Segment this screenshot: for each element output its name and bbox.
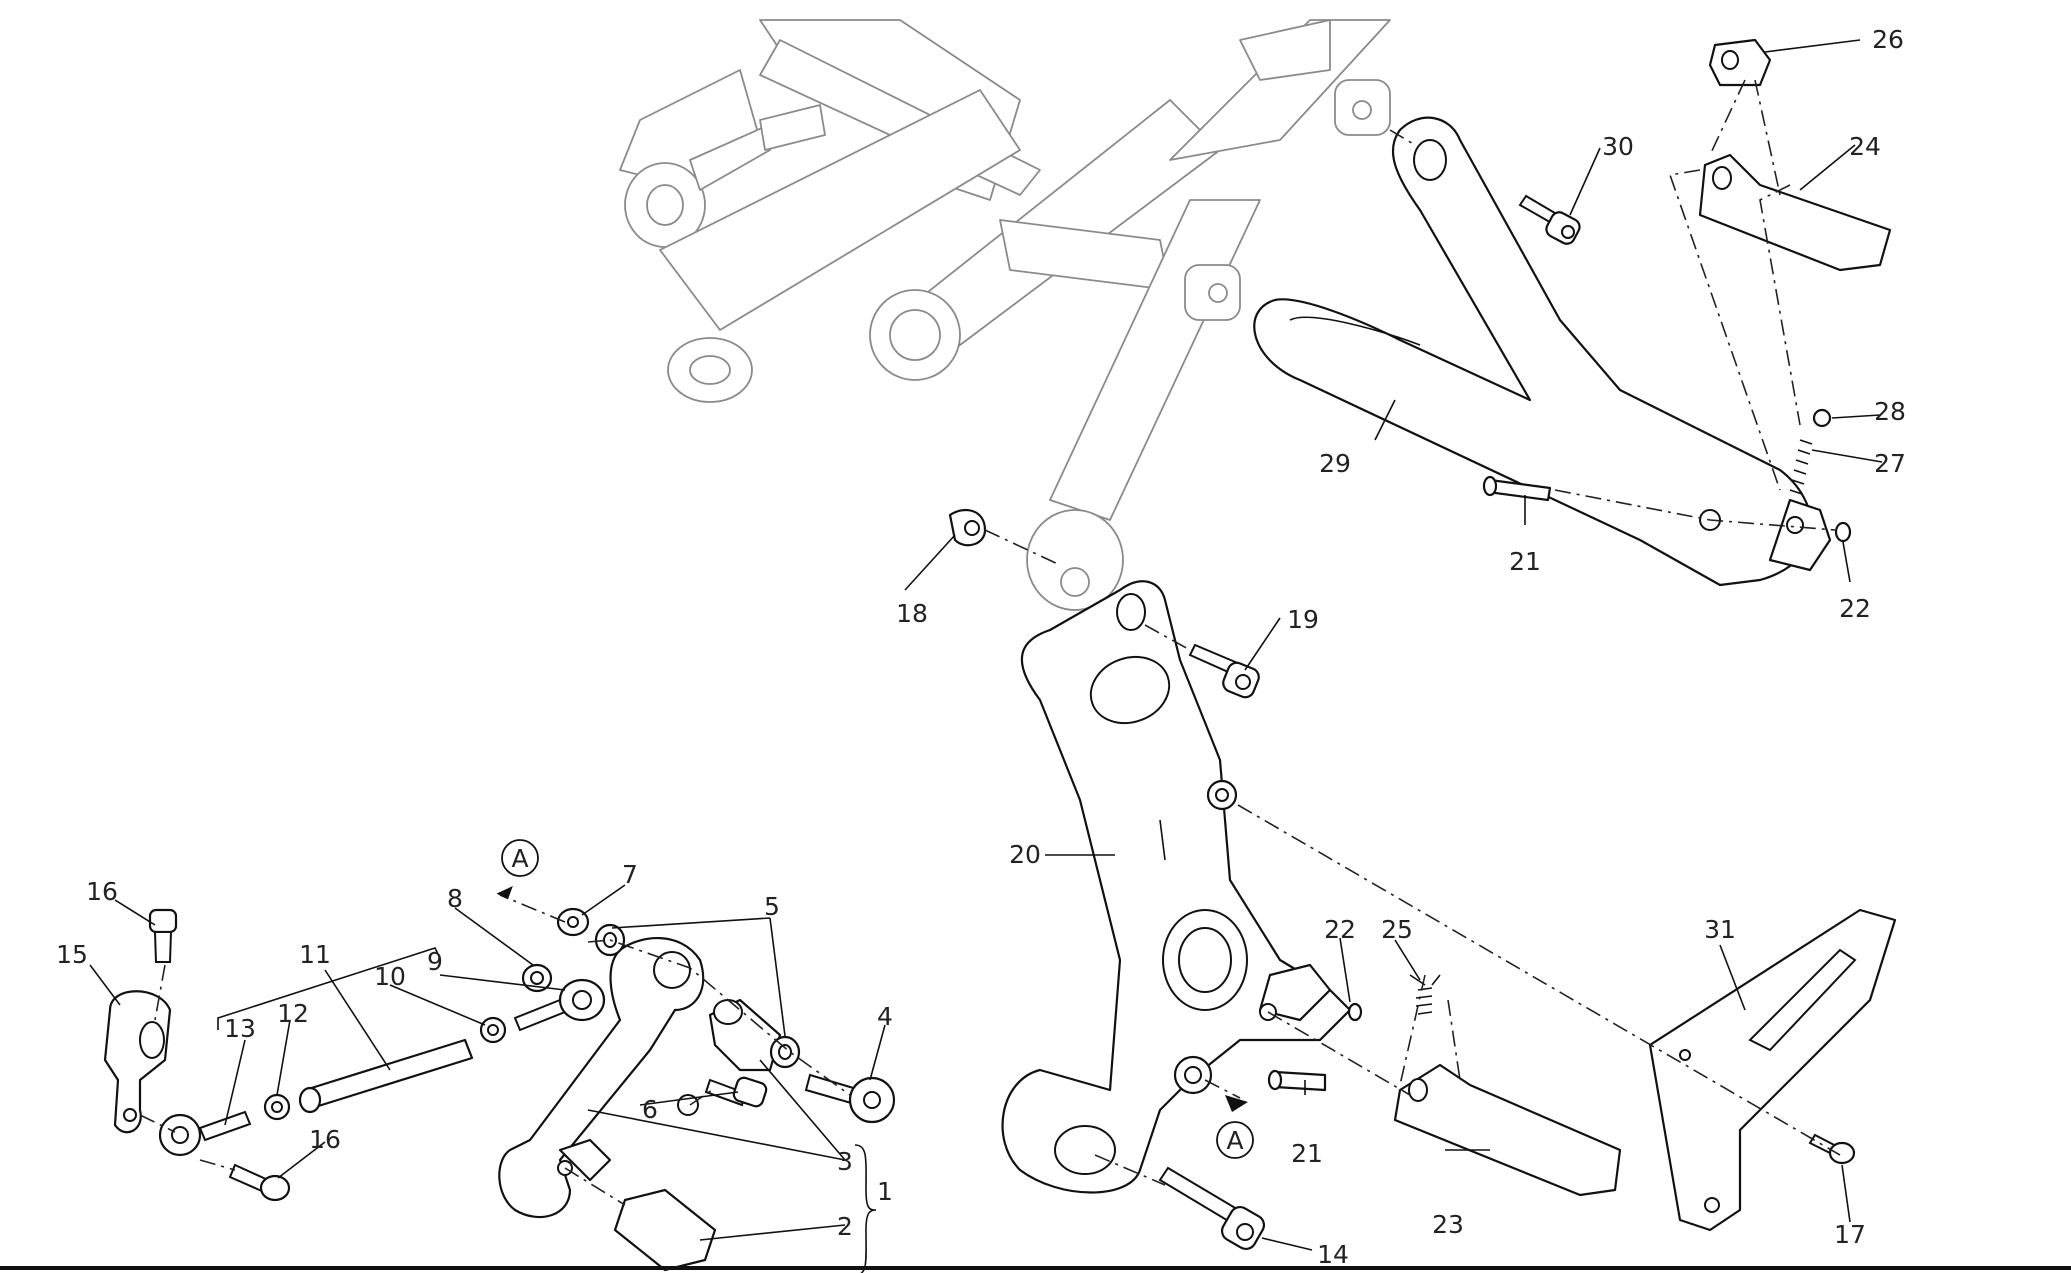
label-21-upper: 21	[1509, 547, 1541, 576]
svg-text:A: A	[511, 844, 528, 873]
leader-lines	[89, 39, 1883, 1251]
shift-arm-15	[103, 990, 172, 1134]
nut-12	[263, 1093, 291, 1121]
frame-assembly	[619, 19, 1391, 611]
label-15: 15	[56, 940, 88, 969]
label-1: 1	[877, 1177, 893, 1206]
callout-arrow-right	[1225, 1095, 1248, 1112]
label-28: 28	[1874, 397, 1906, 426]
spring-27	[1789, 439, 1813, 495]
label-22-lower: 22	[1324, 915, 1356, 944]
label-9: 9	[427, 947, 443, 976]
spacer-18	[948, 508, 987, 547]
rear-footpeg-24	[1698, 153, 1892, 272]
label-12: 12	[277, 999, 309, 1028]
label-23: 23	[1432, 1210, 1464, 1239]
label-16-bottom: 16	[309, 1125, 341, 1154]
label-26: 26	[1872, 25, 1904, 54]
svg-text:A: A	[1226, 1126, 1243, 1155]
bracket-1	[854, 1144, 877, 1273]
callout-a-left: A	[501, 839, 539, 877]
clip-22-upper	[1834, 521, 1852, 543]
clip-22-lower	[1347, 1002, 1363, 1022]
tie-rod-11	[217, 947, 474, 1114]
callout-a-right: A	[1216, 1121, 1254, 1159]
spring-25	[1409, 974, 1441, 1015]
label-3: 3	[837, 1147, 853, 1176]
label-20: 20	[1009, 840, 1041, 869]
rod-end-13	[158, 1110, 252, 1157]
washer-7	[556, 907, 590, 937]
bolt-30	[1518, 194, 1581, 245]
ball-28	[1812, 408, 1832, 428]
label-6: 6	[642, 1095, 658, 1124]
label-16-top: 16	[86, 877, 118, 906]
bottom-border	[0, 1266, 2071, 1270]
front-footpeg-23	[1393, 1063, 1622, 1197]
assembly-lines	[139, 79, 1841, 1206]
bolt-6	[704, 1076, 768, 1108]
nut-10	[479, 1016, 507, 1044]
label-10: 10	[374, 962, 406, 991]
front-footpeg-bracket-20	[1001, 580, 1352, 1194]
label-17: 17	[1834, 1220, 1866, 1249]
label-22-upper: 22	[1839, 594, 1871, 623]
label-27: 27	[1874, 449, 1906, 478]
label-21-lower: 21	[1291, 1139, 1323, 1168]
nut-8	[521, 963, 553, 993]
label-11: 11	[299, 940, 331, 969]
label-24: 24	[1849, 132, 1881, 161]
rear-footpeg-bracket-29	[1253, 116, 1832, 587]
label-7: 7	[622, 860, 638, 889]
pin-21-lower	[1267, 1069, 1327, 1092]
rod-end-9	[513, 978, 606, 1032]
label-8: 8	[447, 884, 463, 913]
bolt-16-top	[148, 908, 178, 963]
part-labels: 26 24 30 28 27 29 21 22 18 19 20 22 25 3…	[56, 25, 1906, 1269]
callout-arrow-left	[496, 886, 513, 900]
label-13: 13	[224, 1014, 256, 1043]
washer-5b	[769, 1035, 801, 1069]
heel-guard-31	[1648, 908, 1897, 1232]
gear-lever-3	[498, 936, 705, 1219]
label-14: 14	[1317, 1240, 1349, 1269]
label-30: 30	[1602, 132, 1634, 161]
footpeg-rubber-26	[1708, 38, 1772, 87]
label-29: 29	[1319, 449, 1351, 478]
label-2: 2	[837, 1212, 853, 1241]
label-19: 19	[1287, 605, 1319, 634]
label-4: 4	[877, 1002, 893, 1031]
label-25: 25	[1381, 915, 1413, 944]
label-18: 18	[896, 599, 928, 628]
label-31: 31	[1704, 915, 1736, 944]
label-5: 5	[764, 892, 780, 921]
bolt-16-bottom	[228, 1163, 291, 1202]
bolt-17	[1808, 1133, 1856, 1165]
bolt-14	[1158, 1166, 1266, 1251]
pivot-bolt-4	[804, 1073, 896, 1124]
shift-peg-2	[613, 1188, 717, 1272]
bolt-19	[1188, 643, 1260, 699]
pin-21-upper	[1482, 475, 1552, 502]
